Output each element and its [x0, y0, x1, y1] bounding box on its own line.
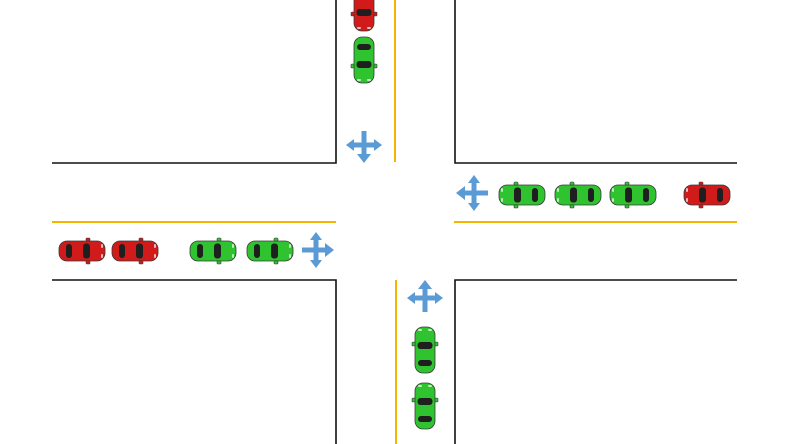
- east-all-direction-arrow-icon: [456, 175, 488, 211]
- road-curbs: [52, 0, 737, 444]
- curb-north-east: [454, 0, 737, 164]
- center-lines: [52, 0, 737, 444]
- north-all-direction-arrow-icon: [346, 131, 382, 163]
- west-car-4-red: [58, 237, 106, 265]
- south-all-direction-arrow-icon: [407, 280, 443, 312]
- vehicle-queues: [58, 0, 731, 430]
- curb-south-east: [454, 279, 737, 444]
- west-car-2-green: [189, 237, 237, 265]
- north-car-1-green: [350, 36, 378, 84]
- east-car-3-green: [609, 181, 657, 209]
- east-car-4-red: [683, 181, 731, 209]
- east-car-1-green: [498, 181, 546, 209]
- curb-north-west: [52, 0, 337, 164]
- curb-south-west: [52, 279, 337, 444]
- south-car-1-green: [411, 326, 439, 374]
- west-all-direction-arrow-icon: [302, 232, 334, 268]
- west-car-1-green: [246, 237, 294, 265]
- north-car-2-red: [350, 0, 378, 32]
- lane-direction-arrows: [302, 131, 488, 312]
- south-car-2-green: [411, 382, 439, 430]
- west-car-3-red: [111, 237, 159, 265]
- east-car-2-green: [554, 181, 602, 209]
